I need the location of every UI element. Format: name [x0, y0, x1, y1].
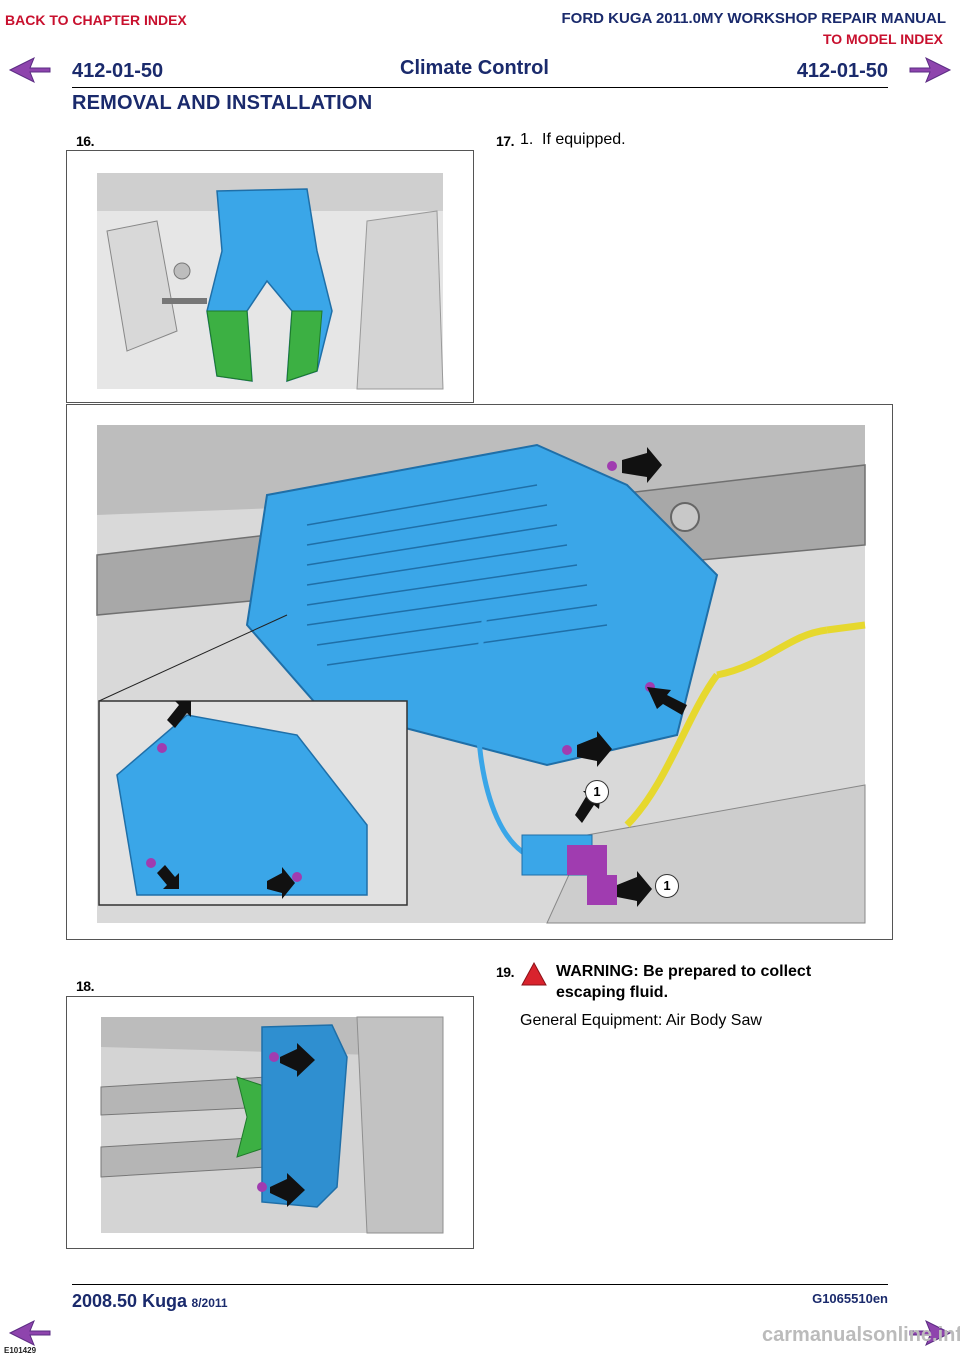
step-17-text: If equipped.: [542, 131, 626, 148]
footer-model: 2008.50 Kuga: [72, 1291, 188, 1311]
step-19-warning-line2: escaping fluid.: [556, 984, 669, 1001]
figure-step-18: [66, 996, 474, 1249]
step-19-warning-line1: WARNING: Be prepared to collect: [556, 963, 812, 980]
footer-model-info: 2008.50 Kuga 8/2011: [72, 1291, 228, 1312]
page-code-right: 412-01-50: [796, 60, 888, 82]
footer-doc-code: G1065510en: [812, 1291, 888, 1306]
next-page-arrow-icon[interactable]: [908, 55, 952, 85]
next-page-arrow-icon-bottom[interactable]: [908, 1318, 952, 1348]
to-model-index-link[interactable]: TO MODEL INDEX: [822, 31, 943, 47]
step-17-item-number: 1.: [520, 131, 534, 148]
section-heading: REMOVAL AND INSTALLATION: [72, 92, 373, 114]
page-code-left: 412-01-50: [72, 60, 164, 82]
back-to-chapter-link[interactable]: BACK TO CHAPTER INDEX: [5, 12, 187, 28]
header-rule: [72, 87, 888, 88]
footer-date: 8/2011: [191, 1296, 228, 1310]
watermark: carmanualsonline.info: [762, 1324, 960, 1346]
prev-page-arrow-icon[interactable]: [8, 55, 52, 85]
footer-rule: [72, 1284, 888, 1285]
callout-1-lower: 1: [655, 874, 679, 898]
page-title: Climate Control: [400, 57, 549, 79]
figure-step-16: [66, 150, 474, 403]
manual-title: FORD KUGA 2011.0MY WORKSHOP REPAIR MANUA…: [561, 10, 947, 27]
step-19-equipment: General Equipment: Air Body Saw: [520, 1012, 762, 1029]
step-17-number: 17.: [496, 133, 514, 149]
step-16-number: 16.: [76, 133, 94, 149]
corner-label: E101429: [4, 1346, 37, 1355]
step-19-number: 19.: [496, 964, 514, 980]
callout-1-upper: 1: [585, 780, 609, 804]
prev-page-arrow-icon-bottom[interactable]: [8, 1318, 52, 1348]
figure-step-17: 1 1: [66, 404, 893, 940]
warning-triangle-icon: [521, 962, 547, 986]
step-18-number: 18.: [76, 978, 94, 994]
